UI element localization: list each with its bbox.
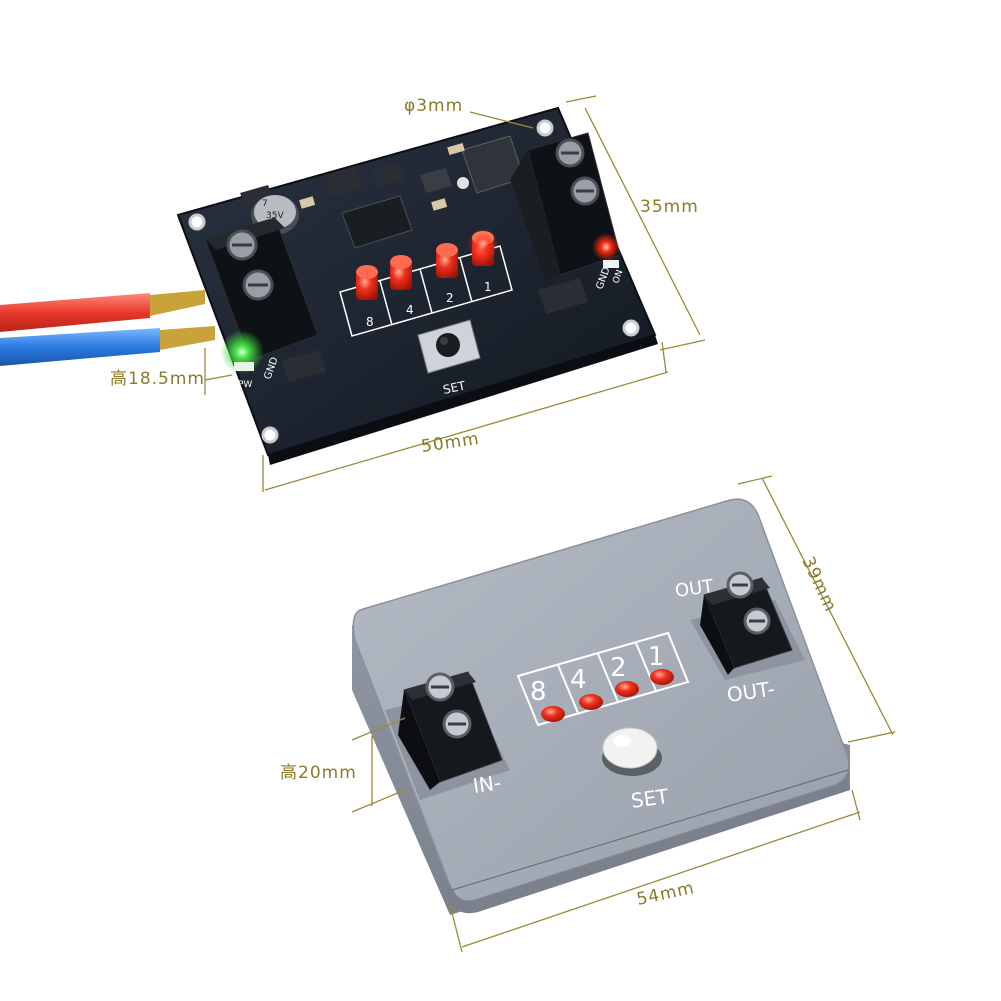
pcb-led-label-4: 4 bbox=[406, 303, 414, 317]
pcb-length-dimension: 50mm bbox=[420, 429, 481, 457]
pcb-led-label-2: 2 bbox=[446, 291, 454, 305]
pcb-led-1 bbox=[467, 228, 499, 266]
pcb-height-dimension: 高18.5mm bbox=[110, 369, 205, 389]
case-led-label-1: 1 bbox=[648, 642, 665, 672]
pcb-red-leds bbox=[356, 228, 499, 300]
pcb-led-label-8: 8 bbox=[366, 315, 374, 329]
case-set-label: SET bbox=[629, 784, 670, 813]
case-height-dimension: 高20mm bbox=[280, 763, 357, 783]
on-led-red bbox=[592, 233, 620, 268]
pw-label: PW bbox=[238, 380, 252, 390]
pcb-led-label-1: 1 bbox=[484, 280, 492, 294]
pcb-dimension-lines bbox=[204, 95, 706, 492]
case-terminal-out bbox=[700, 571, 793, 675]
case-set-button bbox=[602, 727, 662, 776]
case-in-label: IN- bbox=[471, 770, 502, 798]
pcb-photo: 7 35V V7 8 bbox=[0, 95, 706, 492]
case-led-1 bbox=[650, 669, 674, 685]
mounting-holes bbox=[188, 119, 640, 444]
capacitor-voltage: 35V bbox=[266, 211, 284, 221]
case-led-4 bbox=[579, 694, 603, 710]
case-photo: 8 4 2 1 SET IN- OUT OUT- bbox=[280, 475, 896, 953]
on-label: ON bbox=[611, 269, 625, 285]
pcb-led-2 bbox=[436, 243, 458, 278]
case-led-label-4: 4 bbox=[570, 665, 587, 695]
pcb-led-8 bbox=[356, 265, 378, 300]
pcb-width-dimension: 35mm bbox=[640, 197, 699, 217]
case-red-leds bbox=[541, 669, 674, 722]
hole-diameter-dimension: φ3mm bbox=[404, 96, 463, 116]
capacitor-mark-top: 7 bbox=[262, 199, 268, 209]
case-led-label-8: 8 bbox=[530, 677, 547, 707]
case-led-label-2: 2 bbox=[610, 653, 627, 683]
terminal-block-left bbox=[204, 217, 319, 361]
pcb-set-button bbox=[417, 319, 481, 374]
case-led-8 bbox=[541, 706, 565, 722]
pcb-led-labels: 8 4 2 1 bbox=[366, 280, 492, 329]
case-led-labels: 8 4 2 1 bbox=[530, 642, 665, 707]
pcb-led-4 bbox=[390, 255, 412, 290]
case-led-label-boxes bbox=[516, 631, 690, 727]
case-terminal-in bbox=[398, 671, 503, 790]
case-length-dimension: 54mm bbox=[635, 878, 697, 910]
pcb-set-label: SET bbox=[442, 378, 468, 397]
case-dimension-lines bbox=[351, 475, 896, 953]
power-led-green bbox=[220, 330, 264, 374]
case-led-2 bbox=[615, 681, 639, 697]
case-width-dimension: 39mm bbox=[797, 554, 840, 616]
smd-components bbox=[240, 135, 588, 382]
power-wires bbox=[0, 290, 215, 366]
